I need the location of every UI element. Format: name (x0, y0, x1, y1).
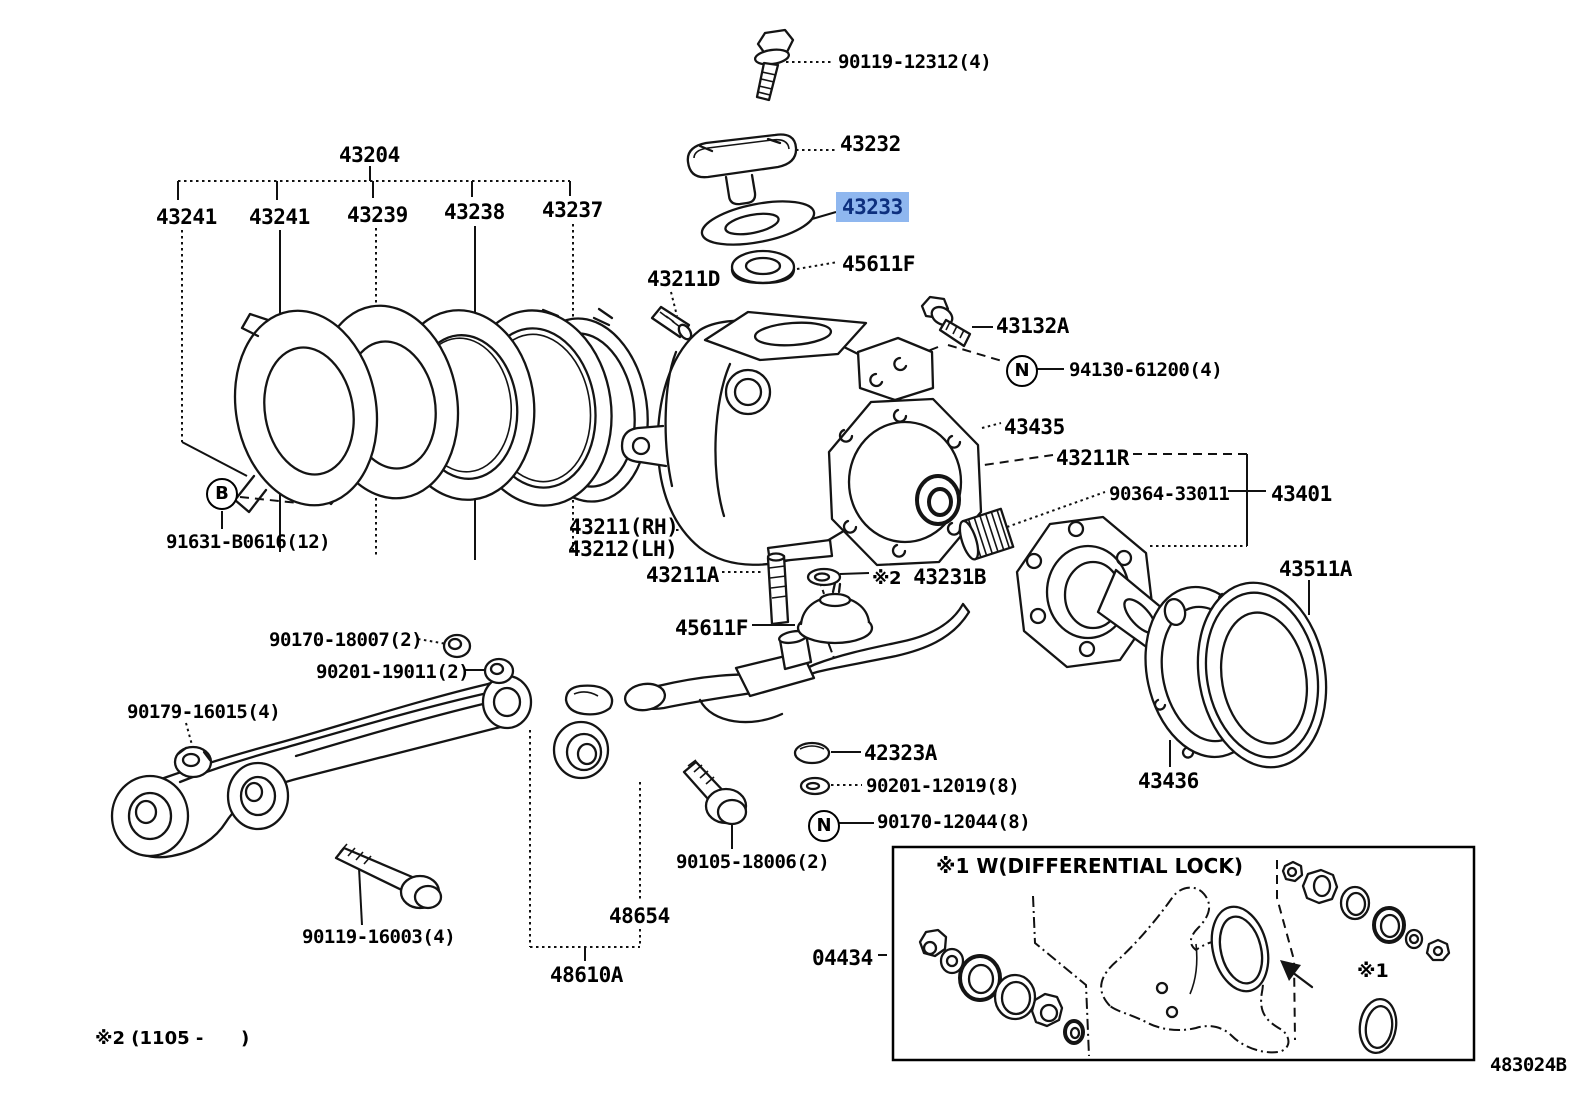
part-label-43241-b[interactable]: 43241 (249, 205, 310, 229)
part-43435-gasket (827, 397, 983, 567)
part-90105-bolt (682, 759, 748, 826)
drawing-code: 483024B (1490, 1054, 1567, 1076)
part-label-43233-highlighted[interactable]: 43233 (836, 192, 909, 222)
part-label-91631-b0616[interactable]: 91631-B0616(12) (166, 531, 331, 553)
part-label-43436[interactable]: 43436 (1138, 769, 1199, 793)
part-43211d-stud (650, 305, 693, 341)
part-label-43511a[interactable]: 43511A (1279, 557, 1352, 581)
part-label-90201-12019[interactable]: 90201-12019(8) (866, 775, 1020, 797)
part-43211r-seal (915, 474, 961, 526)
part-label-45611f-top[interactable]: 45611F (842, 252, 915, 276)
part-90201-19011-washer (483, 657, 515, 685)
part-label-43204[interactable]: 43204 (339, 143, 400, 167)
part-90119-16003-bolt (334, 843, 443, 910)
footnote-date-range: ※2 (1105 - ) (95, 1028, 250, 1049)
part-label-43211d[interactable]: 43211D (647, 267, 720, 291)
part-48654-bushing (552, 684, 614, 780)
part-steering-arm (623, 602, 971, 724)
part-43511a-ring (1196, 581, 1328, 769)
part-label-43237[interactable]: 43237 (542, 198, 603, 222)
part-label-43231b[interactable]: ※2 43231B (872, 565, 987, 589)
part-90119-12312-bolt (753, 28, 795, 102)
part-label-90105-18006[interactable]: 90105-18006(2) (676, 851, 830, 873)
part-label-43239[interactable]: 43239 (347, 203, 408, 227)
footnote-ref-2: ※2 (872, 568, 902, 589)
part-90170-18007-nut (442, 633, 472, 659)
marker-circle-n-upper[interactable]: N (1006, 355, 1038, 387)
part-label-90170-12044[interactable]: 90170-12044(8) (877, 811, 1031, 833)
part-43211a-stud (766, 552, 790, 626)
footnote-ref-1-marker: ※1 (1357, 960, 1389, 982)
diff-lock-note: ※1 W(DIFFERENTIAL LOCK) (936, 854, 1243, 878)
part-90179-nut (173, 745, 213, 779)
part-43132a-bolt (920, 295, 972, 348)
part-90201-12019-washer (799, 776, 831, 796)
part-label-43212-lh[interactable]: 43212(LH) (568, 537, 678, 561)
part-43231b-washer (806, 567, 842, 587)
part-label-90119-16003[interactable]: 90119-16003(4) (302, 926, 456, 948)
part-label-90170-18007[interactable]: 90170-18007(2) (269, 629, 423, 651)
part-42323a-cap (793, 741, 831, 765)
part-48610a-arm (110, 674, 533, 859)
part-label-94130-61200[interactable]: 94130-61200(4) (1069, 359, 1223, 381)
part-label-43401[interactable]: 43401 (1271, 482, 1332, 506)
part-45611f-cone-lower (796, 581, 874, 645)
part-label-90201-19011[interactable]: 90201-19011(2) (316, 661, 470, 683)
part-43232-cap (686, 133, 798, 206)
part-label-42323a[interactable]: 42323A (864, 741, 937, 765)
diff-lock-inset-box (891, 845, 1476, 1062)
part-label-90364-33011[interactable]: 90364-33011 (1109, 483, 1230, 505)
part-label-43132a[interactable]: 43132A (996, 314, 1069, 338)
part-90364-bearing (958, 507, 1015, 561)
part-label-43238[interactable]: 43238 (444, 200, 505, 224)
marker-circle-b[interactable]: B (206, 478, 238, 510)
part-45611f-bearing-top (730, 249, 796, 285)
part-label-04434[interactable]: 04434 (812, 946, 873, 970)
part-label-48654[interactable]: 48654 (609, 904, 670, 928)
highlight-chip: 43233 (836, 192, 909, 222)
part-label-43211a[interactable]: 43211A (646, 563, 719, 587)
part-label-43232[interactable]: 43232 (840, 132, 901, 156)
part-label-43211-rh[interactable]: 43211(RH) (569, 515, 679, 539)
part-label-90119-12312[interactable]: 90119-12312(4) (838, 51, 992, 73)
part-label-48610a[interactable]: 48610A (550, 963, 623, 987)
part-label-43435[interactable]: 43435 (1004, 415, 1065, 439)
part-label-43241-a[interactable]: 43241 (156, 205, 217, 229)
part-43233-gasket (700, 200, 816, 246)
part-label-45611f-lower[interactable]: 45611F (675, 616, 748, 640)
part-label-90179-16015[interactable]: 90179-16015(4) (127, 701, 281, 723)
marker-circle-n-lower[interactable]: N (808, 810, 840, 842)
part-43241-gasket-front (233, 309, 379, 514)
part-label-43211r[interactable]: 43211R (1056, 446, 1129, 470)
